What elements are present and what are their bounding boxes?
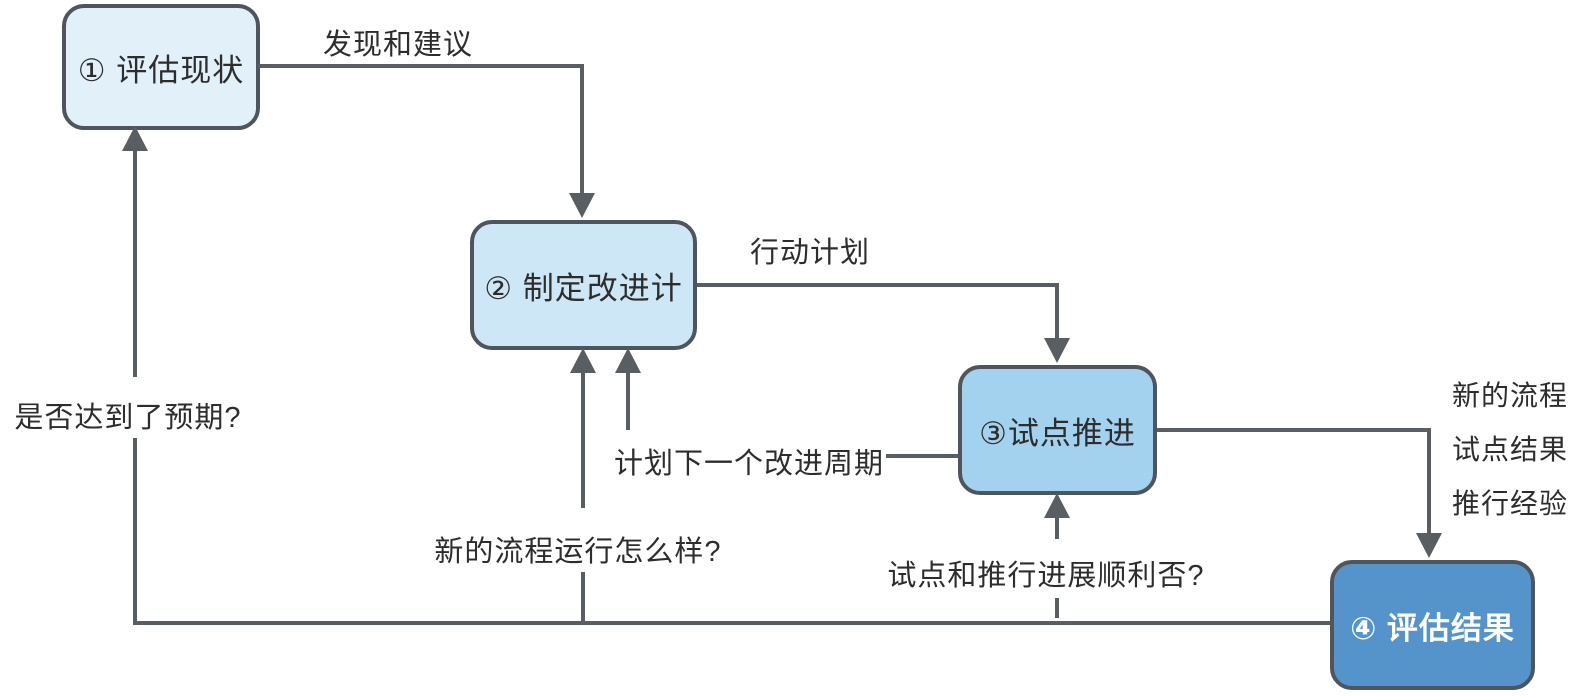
edge-label-outputs-line3: 推行经验 (1452, 488, 1569, 519)
edge-label-findings: 发现和建议 (322, 29, 474, 61)
arrowhead-into-plan-top-icon (569, 193, 595, 218)
arrowhead-into-pilot-top-icon (1044, 338, 1070, 363)
node-pilot-rollout: ③试点推进 (958, 365, 1157, 495)
edge-nextcycle-vline (626, 372, 630, 430)
edge-return-vline-upper (133, 150, 137, 377)
arrowhead-into-pilot-bottom-icon (1044, 493, 1070, 518)
edge-newprocess-vline-lower (581, 572, 585, 625)
node-make-improve-plan: ② 制定改进计 (470, 220, 697, 350)
edge-label-outputs-line2: 试点结果 (1452, 434, 1569, 465)
edge-nextcycle-hline (886, 454, 958, 458)
edge-label-pilot-progress: 试点和推行进展顺利否? (887, 560, 1205, 592)
node-assess-current: ① 评估现状 (62, 4, 260, 130)
edge-assess-to-plan-vline (580, 64, 584, 195)
edge-return-vline-lower (133, 438, 137, 625)
edge-return-bottom-hline (133, 621, 1330, 625)
node-assess-current-label: ① 评估现状 (77, 52, 245, 88)
node-evaluate-results: ④ 评估结果 (1330, 560, 1535, 690)
node-evaluate-results-label: ④ 评估结果 (1350, 610, 1515, 646)
edge-label-outputs: 新的流程 试点结果 推行经验 (1452, 374, 1568, 522)
arrowhead-into-evaluate-top-icon (1416, 533, 1442, 558)
node-make-improve-plan-label: ② 制定改进计 (484, 270, 683, 306)
edge-plan-to-pilot-vline (1055, 283, 1059, 338)
edge-pilot-to-evaluate-hline (1157, 428, 1431, 432)
arrowhead-into-assess-bottom-icon (122, 126, 148, 151)
edge-label-new-process-running: 新的流程运行怎么样? (434, 536, 722, 568)
edge-pilot-to-evaluate-vline (1427, 428, 1431, 533)
edge-newprocess-vline-upper (581, 372, 585, 508)
edge-label-outputs-line1: 新的流程 (1452, 380, 1569, 411)
edge-pilotprogress-dash (1055, 598, 1059, 618)
arrowhead-into-plan-bottom-left-icon (570, 348, 596, 373)
edge-assess-to-plan-hline (258, 64, 584, 68)
edge-pilotprogress-vline-upper (1055, 517, 1059, 539)
edge-label-meet-expectations: 是否达到了预期? (14, 402, 242, 434)
edge-plan-to-pilot-hline (697, 283, 1059, 287)
arrowhead-into-plan-bottom-right-icon (615, 348, 641, 373)
edge-label-action-plan: 行动计划 (749, 237, 871, 269)
edge-label-plan-next-cycle: 计划下一个改进周期 (613, 448, 885, 480)
node-pilot-rollout-label: ③试点推进 (979, 415, 1136, 451)
